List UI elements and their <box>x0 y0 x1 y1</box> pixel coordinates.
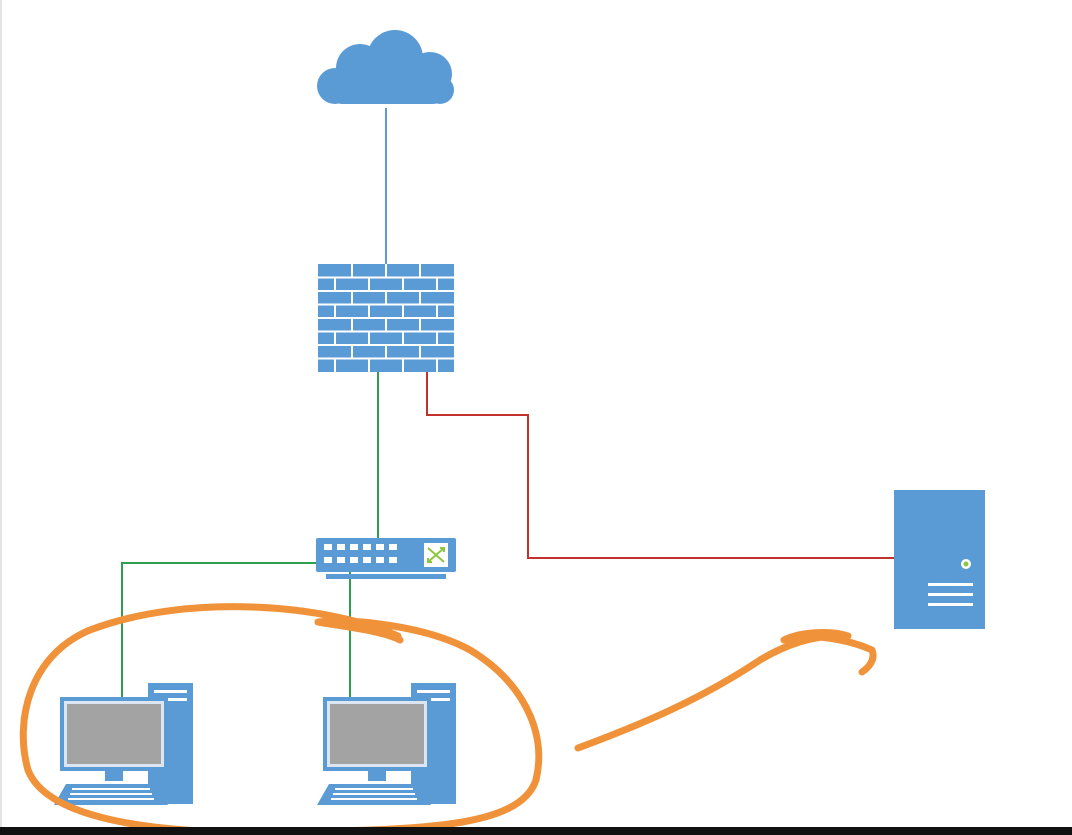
link-firewall-server <box>426 372 895 559</box>
link-switch-workstation-1 <box>121 562 338 700</box>
hand-drawn-arrow <box>574 629 877 752</box>
left-edge-border <box>0 0 2 827</box>
desktop-computer-icon-2 <box>317 683 456 805</box>
bottom-border-bar <box>0 827 1072 835</box>
firewall-icon <box>318 264 454 372</box>
server-icon <box>894 490 985 629</box>
network-switch-icon <box>316 538 456 579</box>
cloud-icon <box>317 30 454 104</box>
desktop-computer-icon-1 <box>54 683 193 805</box>
